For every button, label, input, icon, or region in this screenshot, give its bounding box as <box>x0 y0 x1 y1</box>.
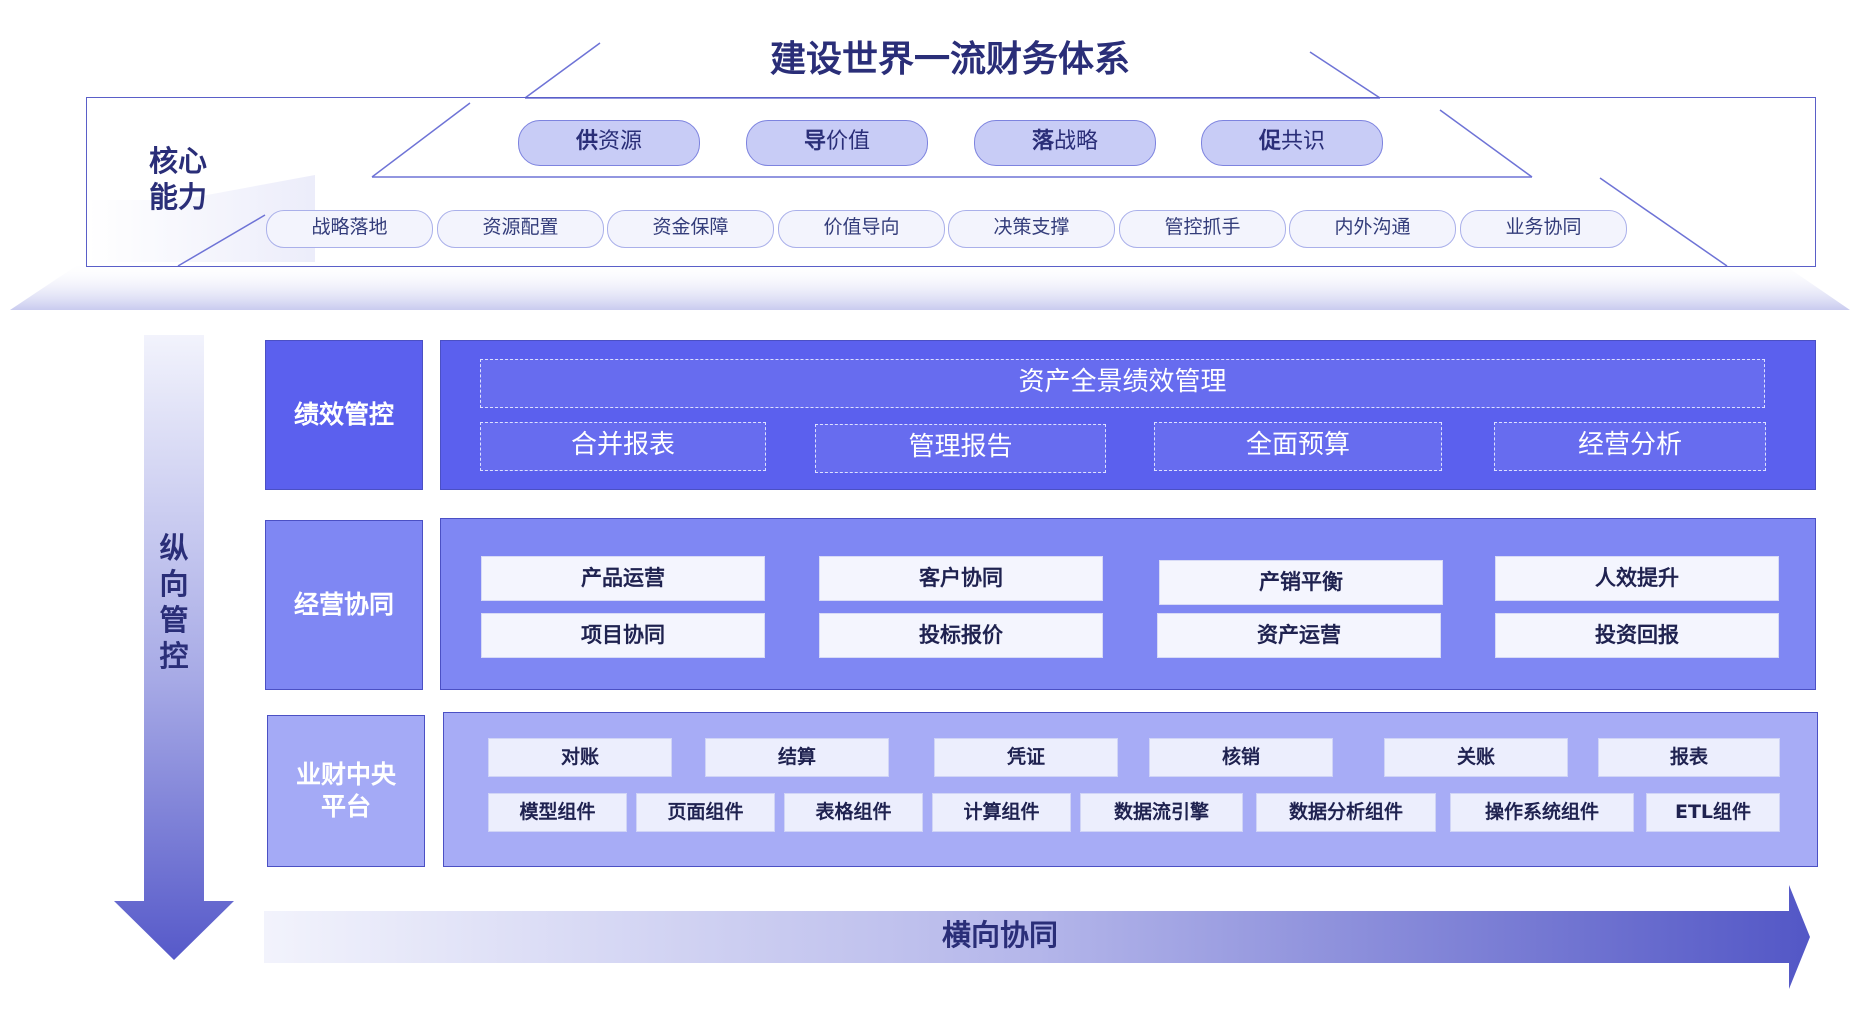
comprehensive-budget-box: 全面预算 <box>1154 422 1442 471</box>
pill-fund-guarantee: 资金保障 <box>607 210 774 248</box>
consolidated-statements-box: 合并报表 <box>480 422 766 471</box>
pill-control-lever: 管控抓手 <box>1119 210 1286 248</box>
core-capability-frame <box>86 97 1816 267</box>
pill-guide-value: 导价值 <box>746 120 928 166</box>
customer-collab-box: 客户协同 <box>819 556 1103 601</box>
pyramid-graphic <box>10 42 1850 310</box>
performance-panel <box>440 340 1816 490</box>
pill-communication: 内外沟通 <box>1289 210 1456 248</box>
table-component-box: 表格组件 <box>784 793 923 832</box>
asset-operation-box: 资产运营 <box>1157 613 1441 658</box>
core-label-line2: 能力 <box>148 180 207 214</box>
pill-resource-allocation: 资源配置 <box>437 210 604 248</box>
calc-component-box: 计算组件 <box>932 793 1071 832</box>
vertical-arrow-label: 纵 向 管 控 <box>159 531 189 673</box>
period-close-box: 关账 <box>1384 738 1568 777</box>
operation-panel <box>440 518 1816 690</box>
pill-value-orientation: 价值导向 <box>778 210 945 248</box>
pill-business-collab: 业务协同 <box>1460 210 1627 248</box>
product-operation-box: 产品运营 <box>481 556 765 601</box>
row-label-performance: 绩效管控 <box>265 340 423 490</box>
page-component-box: 页面组件 <box>636 793 775 832</box>
model-component-box: 模型组件 <box>488 793 627 832</box>
project-collab-box: 项目协同 <box>481 613 765 658</box>
management-report-box: 管理报告 <box>815 424 1106 473</box>
investment-return-box: 投资回报 <box>1495 613 1779 658</box>
row-label-operation: 经营协同 <box>265 520 423 690</box>
pyramid-base <box>10 262 1850 310</box>
vertical-arrow <box>114 335 234 960</box>
settlement-box: 结算 <box>705 738 889 777</box>
dataflow-engine-box: 数据流引擎 <box>1080 793 1243 832</box>
pill-decision-support: 决策支撑 <box>948 210 1115 248</box>
pill-promote-consensus: 促共识 <box>1201 120 1383 166</box>
data-analysis-component-box: 数据分析组件 <box>1256 793 1436 832</box>
operation-analysis-box: 经营分析 <box>1494 422 1766 471</box>
bid-quotation-box: 投标报价 <box>819 613 1103 658</box>
reconciliation-box: 对账 <box>488 738 672 777</box>
pill-implement-strategy: 落战略 <box>974 120 1156 166</box>
pyramid-left-shade <box>88 175 315 262</box>
core-capability-label: 核心 能力 <box>128 143 228 215</box>
asset-performance-box: 资产全景绩效管理 <box>480 359 1765 408</box>
efficiency-improvement-box: 人效提升 <box>1495 556 1779 601</box>
row-label-platform: 业财中央 平台 <box>267 715 425 867</box>
etl-component-box: ETL组件 <box>1646 793 1780 832</box>
report-box: 报表 <box>1598 738 1780 777</box>
pill-supply-resources: 供资源 <box>518 120 700 166</box>
production-sales-balance-box: 产销平衡 <box>1159 560 1443 605</box>
platform-panel <box>443 712 1818 867</box>
page-title: 建设世界一流财务体系 <box>769 39 1130 80</box>
core-label-line1: 核心 <box>148 144 207 178</box>
horizontal-arrow <box>264 885 1810 989</box>
pill-strategy-landing: 战略落地 <box>266 210 433 248</box>
write-off-box: 核销 <box>1149 738 1333 777</box>
os-component-box: 操作系统组件 <box>1450 793 1634 832</box>
voucher-box: 凭证 <box>934 738 1118 777</box>
horizontal-arrow-label: 横向协同 <box>941 918 1058 952</box>
